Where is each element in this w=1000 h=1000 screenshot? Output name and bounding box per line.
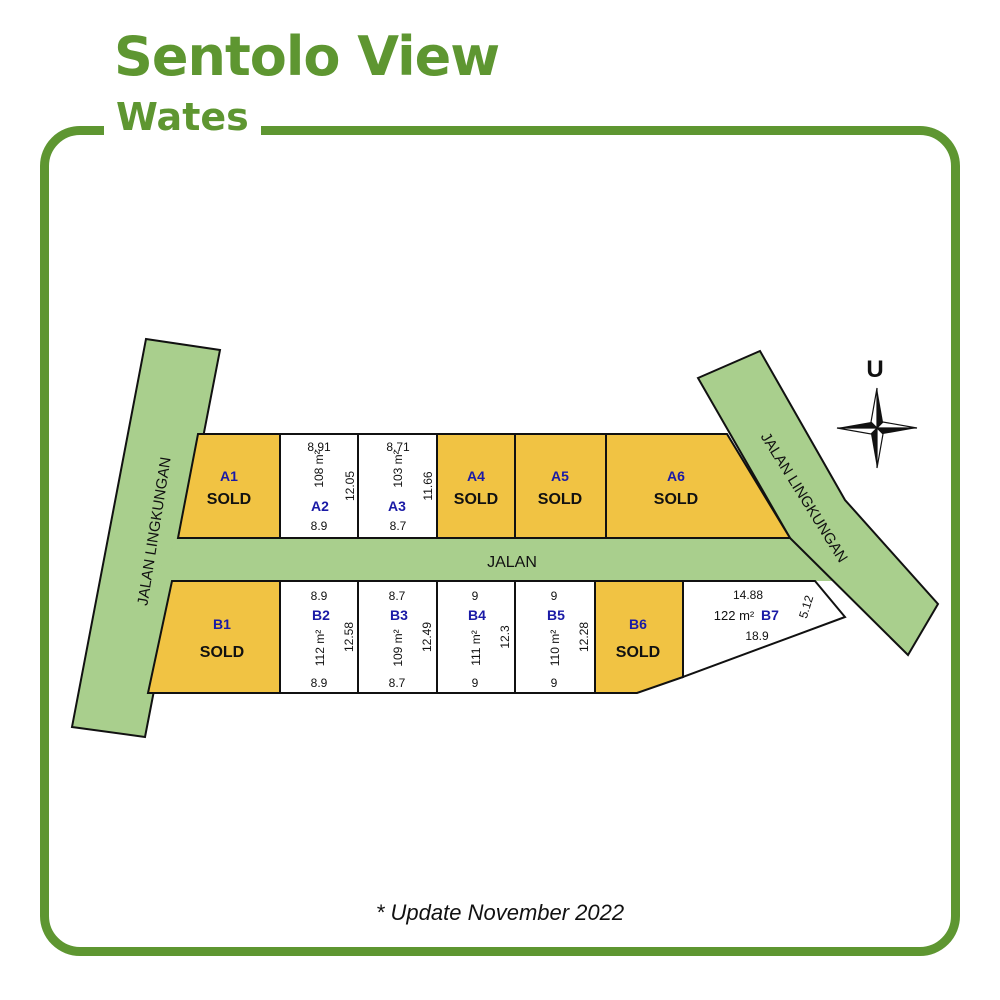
lot-bottom-B2: 8.9 xyxy=(311,676,328,690)
lot-id-A1: A1 xyxy=(220,468,238,484)
lot-B3[interactable] xyxy=(357,580,438,694)
lot-bottom-A3: 8.7 xyxy=(390,519,407,533)
lot-id-A4: A4 xyxy=(467,468,485,484)
lot-area-B2: 112 m² xyxy=(313,630,327,666)
lot-status-B6: SOLD xyxy=(616,644,660,661)
lot-id-A6: A6 xyxy=(667,468,685,484)
lot-B6[interactable] xyxy=(594,580,684,694)
lot-side-A3: 11.66 xyxy=(421,471,435,500)
road-main xyxy=(152,538,845,581)
lot-area-B4: 111 m² xyxy=(469,630,483,666)
lot-area-B7: 122 m² xyxy=(714,608,755,623)
lot-area-B5: 110 m² xyxy=(548,630,562,666)
lot-A4[interactable] xyxy=(436,433,516,539)
lot-id-B6: B6 xyxy=(629,616,647,632)
lot-B7[interactable] xyxy=(682,580,847,679)
lot-status-A1: SOLD xyxy=(207,491,251,508)
lot-side-B2: 12.58 xyxy=(342,622,356,652)
lot-area-B3: 109 m² xyxy=(391,629,405,666)
lot-id-B1: B1 xyxy=(213,616,231,632)
lot-A3[interactable] xyxy=(357,433,438,539)
lot-A5[interactable] xyxy=(514,433,607,539)
lot-side-B3: 12.49 xyxy=(420,622,434,652)
compass-north-label: U xyxy=(866,356,883,383)
lot-id-B3: B3 xyxy=(390,607,408,623)
lot-top-A3: 8.71 xyxy=(386,440,410,454)
lot-side-A2: 12.05 xyxy=(343,471,357,501)
lot-A6[interactable] xyxy=(605,433,792,539)
lot-side-B5: 12.28 xyxy=(577,622,591,652)
lot-id-A2: A2 xyxy=(311,498,329,514)
lot-A2[interactable] xyxy=(279,433,359,539)
compass-rose-icon xyxy=(836,387,918,469)
page-title: Sentolo View xyxy=(114,25,500,88)
lot-side-B7: 5.12 xyxy=(796,593,816,620)
lot-bottom-B4: 9 xyxy=(472,676,479,690)
page-subtitle: Wates xyxy=(104,95,261,140)
lot-area-A2: 108 m² xyxy=(312,450,326,487)
road-left xyxy=(70,337,222,739)
lot-id-A5: A5 xyxy=(551,468,569,484)
lot-status-A4: SOLD xyxy=(454,491,498,508)
lot-B2[interactable] xyxy=(279,580,359,694)
lot-B1[interactable] xyxy=(146,580,281,694)
lot-top-B2: 8.9 xyxy=(311,589,328,603)
lot-top-A2: 8.91 xyxy=(307,440,331,454)
lot-top-B3: 8.7 xyxy=(389,589,406,603)
lot-B4[interactable] xyxy=(436,580,516,694)
map-frame xyxy=(40,126,960,956)
lot-id-B5: B5 xyxy=(547,607,565,623)
lot-id-B4: B4 xyxy=(468,607,486,623)
lot-side-B4: 12.3 xyxy=(498,625,512,649)
lot-bottom-B3: 8.7 xyxy=(389,676,406,690)
lot-status-A5: SOLD xyxy=(538,491,582,508)
lot-status-B1: SOLD xyxy=(200,644,244,661)
lot-top-B5: 9 xyxy=(551,589,558,603)
lot-id-B2: B2 xyxy=(312,607,330,623)
road-label-main: JALAN xyxy=(487,554,537,571)
update-note: * Update November 2022 xyxy=(375,900,625,925)
lot-bottom-A2: 8.9 xyxy=(311,519,328,533)
lot-top-B7: 14.88 xyxy=(733,588,763,602)
lot-status-A6: SOLD xyxy=(654,491,698,508)
lot-B5[interactable] xyxy=(514,580,596,694)
lot-id-A3: A3 xyxy=(388,498,406,514)
lot-bottom-B5: 9 xyxy=(551,676,558,690)
lot-top-B4: 9 xyxy=(472,589,479,603)
lot-id-B7: B7 xyxy=(761,607,779,623)
lot-bottom-B7: 18.9 xyxy=(745,629,769,643)
lot-area-A3: 103 m² xyxy=(391,450,405,487)
